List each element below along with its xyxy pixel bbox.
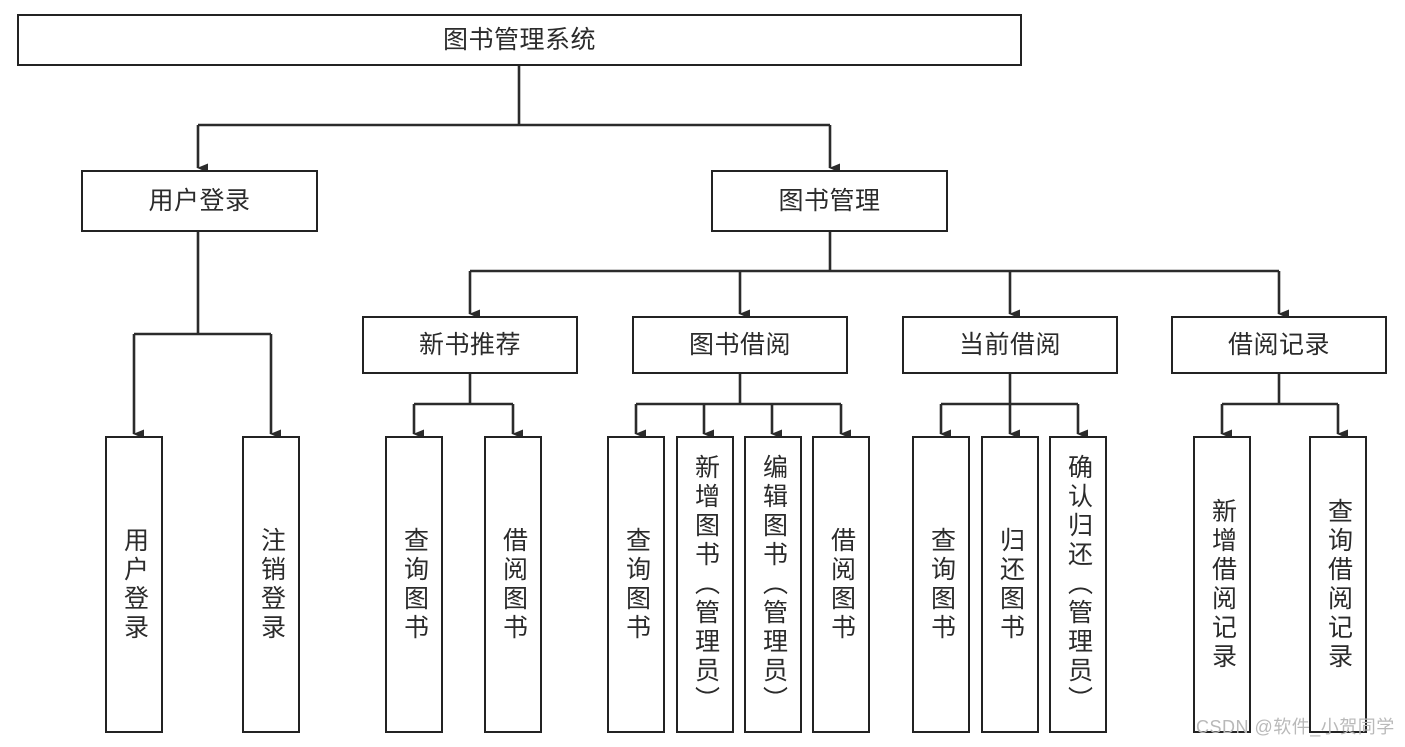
node-leaf-query-book-1[interactable]: 查询图书 — [385, 436, 443, 733]
node-leaf-borrow-book-1[interactable]: 借阅图书 — [484, 436, 542, 733]
node-borrow-record-label: 借阅记录 — [1227, 330, 1330, 359]
node-leaf-borrow-book-2-label: 借阅图书 — [827, 526, 856, 643]
node-leaf-edit-book[interactable]: 编辑图书（管理员） — [744, 436, 802, 733]
node-leaf-return-book-label: 归还图书 — [996, 526, 1025, 643]
node-leaf-confirm-return-label: 确认归还（管理员） — [1064, 454, 1093, 715]
node-root-label: 图书管理系统 — [442, 25, 596, 54]
node-leaf-borrow-book-2[interactable]: 借阅图书 — [812, 436, 870, 733]
node-user-login-label: 用户登录 — [148, 186, 251, 215]
node-leaf-query-book-3-label: 查询图书 — [927, 526, 956, 643]
node-current-borrow-label: 当前借阅 — [958, 330, 1061, 359]
node-leaf-add-book[interactable]: 新增图书（管理员） — [676, 436, 734, 733]
node-leaf-confirm-return[interactable]: 确认归还（管理员） — [1049, 436, 1107, 733]
node-book-manage[interactable]: 图书管理 — [711, 170, 948, 232]
node-book-manage-label: 图书管理 — [778, 186, 881, 215]
node-current-borrow[interactable]: 当前借阅 — [902, 316, 1118, 374]
node-root[interactable]: 图书管理系统 — [17, 14, 1022, 66]
node-leaf-query-book-2-label: 查询图书 — [622, 526, 651, 643]
node-book-borrow[interactable]: 图书借阅 — [632, 316, 848, 374]
node-leaf-query-book-2[interactable]: 查询图书 — [607, 436, 665, 733]
node-leaf-borrow-book-1-label: 借阅图书 — [499, 526, 528, 643]
node-leaf-query-record[interactable]: 查询借阅记录 — [1309, 436, 1367, 733]
node-leaf-user-login[interactable]: 用户登录 — [105, 436, 163, 733]
node-leaf-query-book-1-label: 查询图书 — [400, 526, 429, 643]
node-leaf-query-book-3[interactable]: 查询图书 — [912, 436, 970, 733]
node-leaf-add-book-label: 新增图书（管理员） — [691, 454, 720, 715]
node-leaf-return-book[interactable]: 归还图书 — [981, 436, 1039, 733]
node-leaf-user-logout-label: 注销登录 — [257, 526, 286, 643]
node-user-login[interactable]: 用户登录 — [81, 170, 318, 232]
node-leaf-add-record-label: 新增借阅记录 — [1208, 497, 1237, 672]
node-leaf-user-login-label: 用户登录 — [120, 526, 149, 643]
node-leaf-edit-book-label: 编辑图书（管理员） — [759, 454, 788, 715]
node-new-book-recommend-label: 新书推荐 — [418, 330, 521, 359]
node-new-book-recommend[interactable]: 新书推荐 — [362, 316, 578, 374]
node-leaf-query-record-label: 查询借阅记录 — [1324, 497, 1353, 672]
node-leaf-user-logout[interactable]: 注销登录 — [242, 436, 300, 733]
node-book-borrow-label: 图书借阅 — [688, 330, 791, 359]
node-borrow-record[interactable]: 借阅记录 — [1171, 316, 1387, 374]
node-leaf-add-record[interactable]: 新增借阅记录 — [1193, 436, 1251, 733]
